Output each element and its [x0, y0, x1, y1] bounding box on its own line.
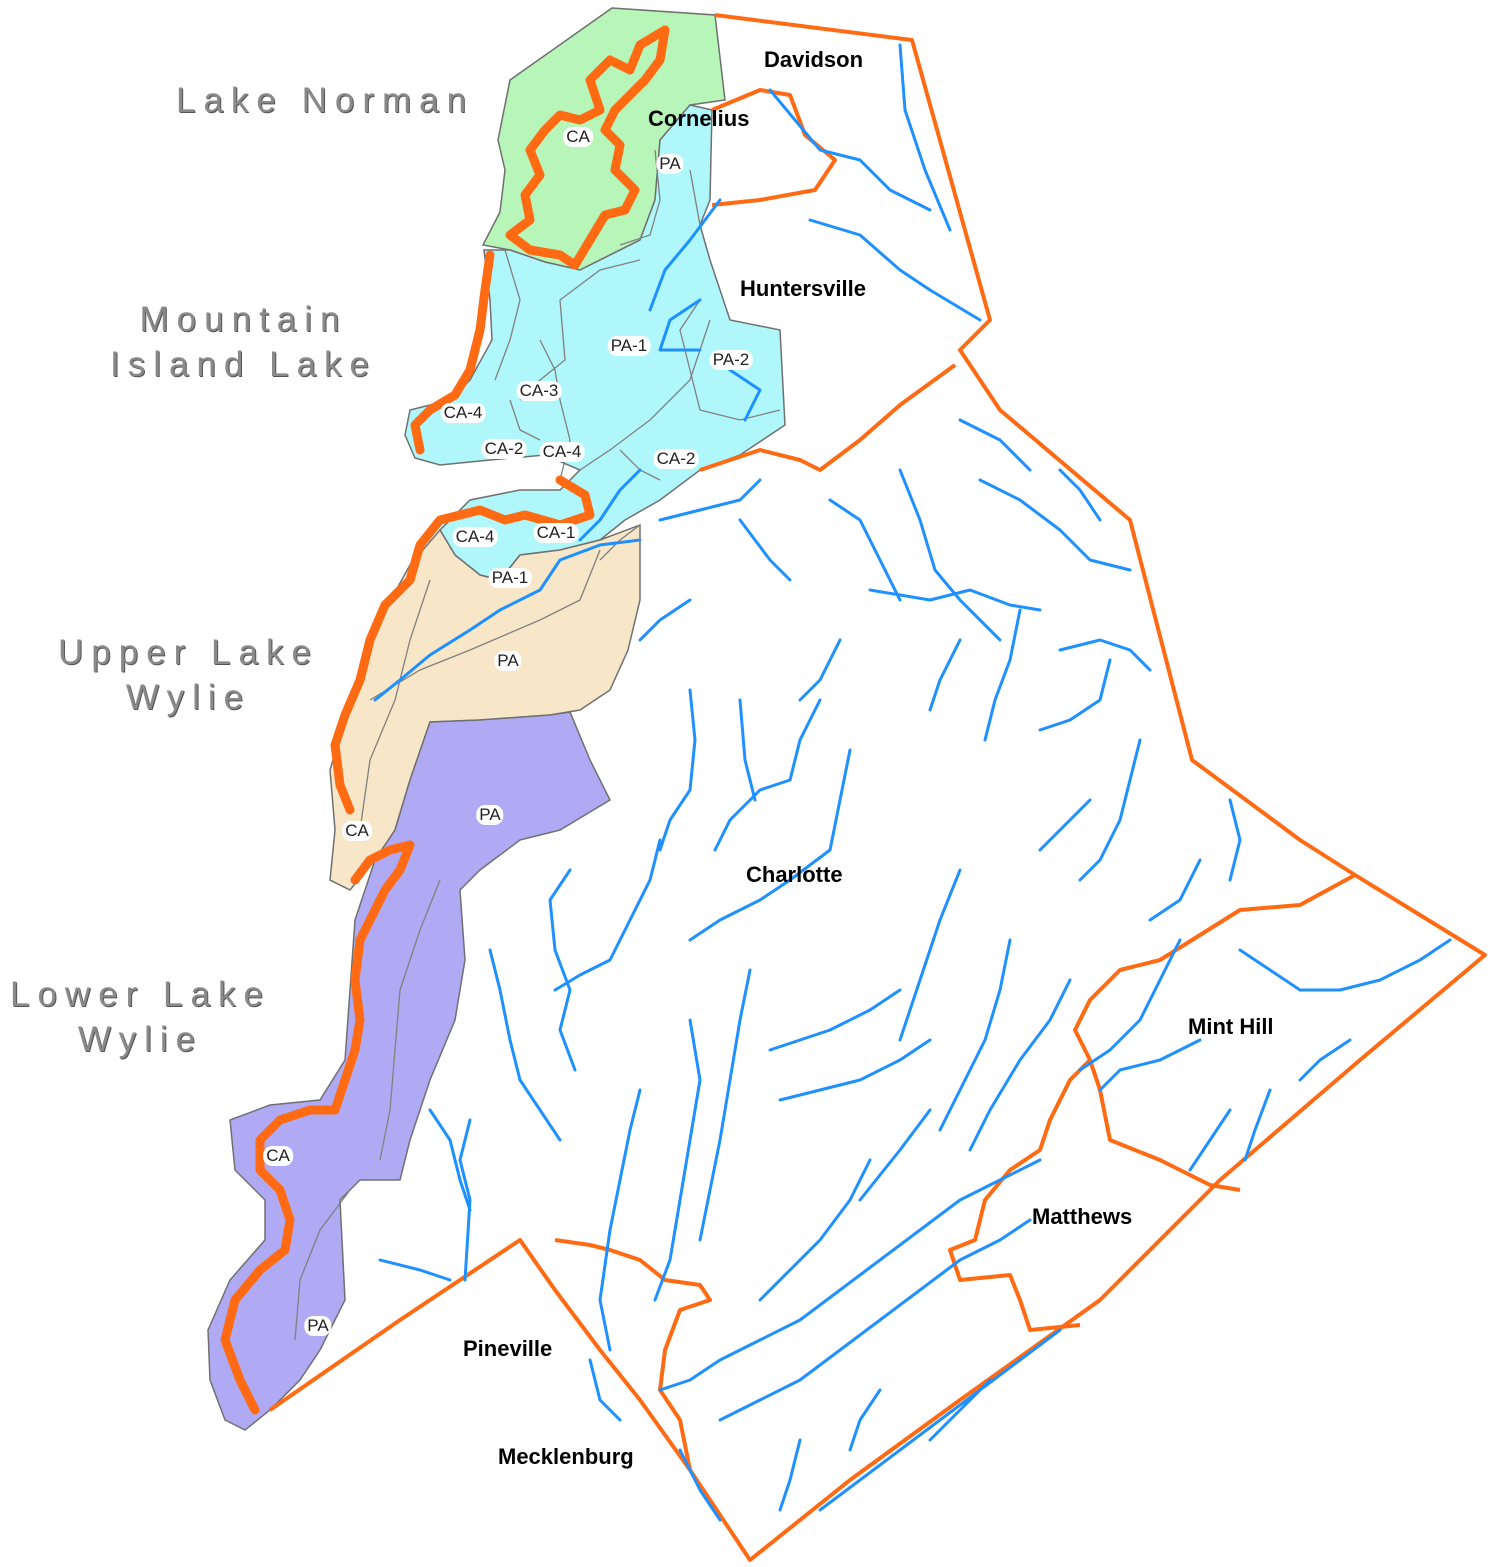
davidson-cornelius-border	[711, 88, 837, 207]
town-label-davidson: Davidson	[764, 47, 864, 72]
zone-label: PA-1	[607, 336, 651, 356]
huntersville-charlotte-border	[699, 363, 957, 472]
zone-label: CA	[263, 1146, 293, 1166]
lake-label-lake-norman: Lake Norman	[176, 81, 475, 120]
zone-label: PA-2	[709, 350, 753, 370]
lake-label-lower-lake-wylie: Lower Lake Wylie	[10, 975, 271, 1059]
zone-label: CA	[563, 127, 593, 147]
town-label-mint-hill: Mint Hill	[1188, 1014, 1274, 1039]
upper-lake-wylie-watershed	[329, 523, 641, 891]
zone-label: CA-4	[452, 527, 498, 547]
zone-label: PA	[494, 651, 522, 671]
matthews-border	[948, 1058, 1092, 1332]
zone-label: PA	[476, 805, 504, 825]
zone-label: CA	[342, 821, 372, 841]
zone-label: CA-4	[539, 442, 585, 462]
zone-label: PA	[304, 1316, 332, 1336]
zone-label: PA-1	[488, 568, 532, 588]
zone-label: CA-1	[533, 523, 579, 543]
county-boundary	[268, 13, 1487, 1562]
town-label-pineville: Pineville	[463, 1336, 553, 1361]
zone-label: CA-2	[481, 439, 527, 459]
town-label-cornelius: Cornelius	[648, 106, 750, 131]
town-label-matthews: Matthews	[1032, 1204, 1133, 1229]
lake-label-mountain-island: Mountain Island Lake	[110, 300, 378, 384]
zone-label: CA-3	[516, 381, 562, 401]
zone-label: CA-4	[440, 403, 486, 423]
zone-label: CA-2	[653, 449, 699, 469]
town-label-charlotte: Charlotte	[746, 862, 843, 887]
pineville-border	[554, 1238, 712, 1471]
lower-lake-wylie-watershed	[207, 711, 611, 1431]
zone-label: PA	[656, 154, 684, 174]
lake-label-upper-lake-wylie: Upper Lake Wylie	[58, 633, 319, 717]
lake-shoreline	[220, 25, 670, 1415]
town-label-huntersville: Huntersville	[740, 276, 866, 301]
town-label-mecklenburg: Mecklenburg	[498, 1444, 634, 1469]
mint-hill-border	[1073, 873, 1356, 1192]
streams	[373, 43, 1452, 1522]
